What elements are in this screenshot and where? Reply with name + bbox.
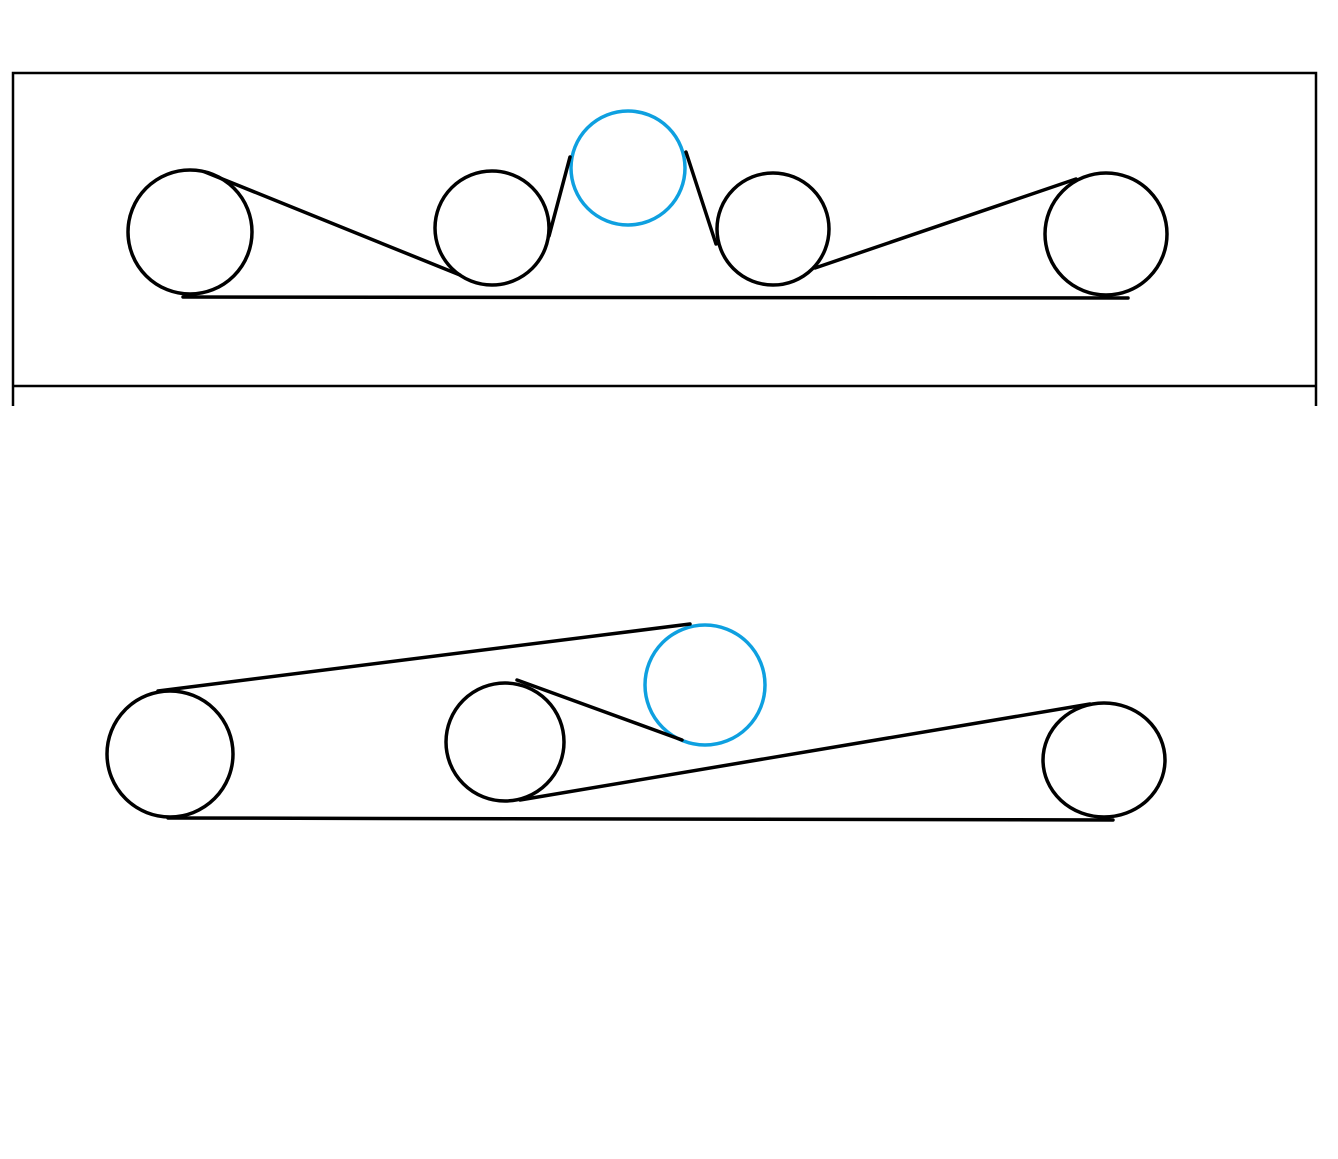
highlighted-pulley (643, 623, 767, 747)
belt-segment (156, 622, 692, 693)
pulley (1043, 171, 1169, 297)
belt-segment (813, 177, 1078, 270)
pulley (126, 168, 254, 296)
belt-segment (515, 678, 684, 742)
top-belt-layout (126, 109, 1169, 300)
pulley (1041, 701, 1167, 819)
frame-outline (11, 71, 1318, 406)
pulley (444, 681, 566, 803)
highlighted-pulley (569, 109, 687, 227)
belt-segment (203, 170, 462, 277)
belt-segment (166, 816, 1115, 822)
pulley (105, 689, 235, 819)
pulley (433, 169, 551, 287)
pulley (715, 171, 831, 287)
belt-segment (547, 155, 572, 238)
belt-segment (684, 150, 718, 246)
bottom-belt-layout (105, 622, 1167, 822)
belt-segment (518, 702, 1092, 802)
top-frame (11, 71, 1318, 406)
belt-segment (181, 295, 1130, 300)
